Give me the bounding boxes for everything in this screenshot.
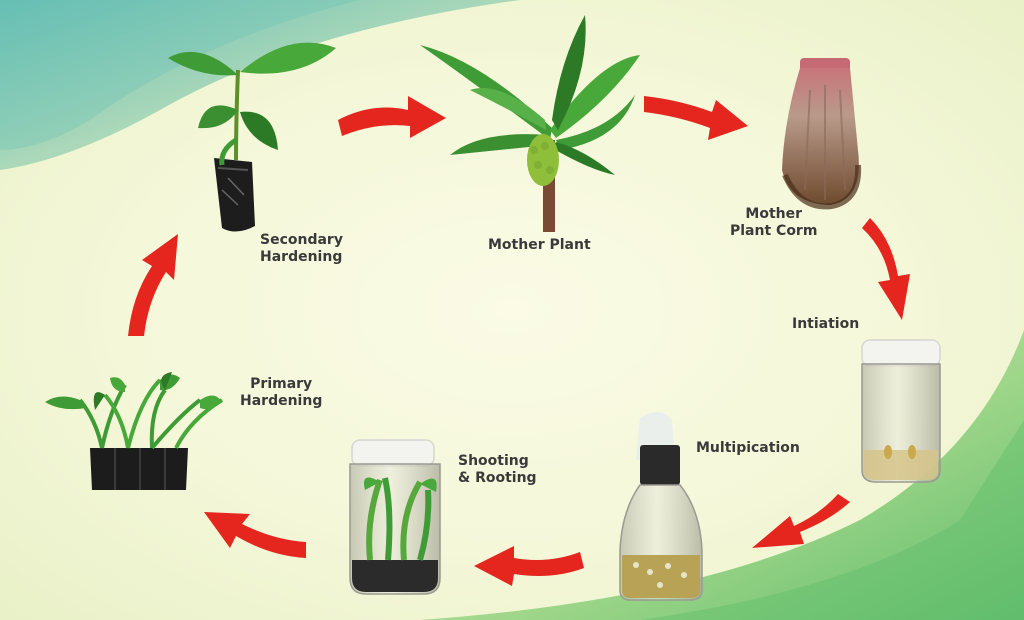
arrow-secondary-to-mother-plant [338, 96, 446, 138]
arrow-shooting-to-primary [204, 512, 306, 558]
arrow-initiation-to-multiplication [752, 494, 850, 548]
label-secondary-hardening: Secondary Hardening [260, 232, 343, 265]
label-primary-hardening: Primary Hardening [240, 376, 323, 409]
background-swoosh-bottom-right-light [640, 420, 1024, 620]
arrow-mother-plant-to-corm [644, 96, 748, 140]
mother-plant-corm-image [782, 58, 862, 210]
initiation-jar-image [861, 339, 941, 483]
arrow-primary-to-secondary [128, 234, 178, 336]
label-shooting-rooting: Shooting & Rooting [458, 453, 537, 486]
shooting-rooting-jar-image [349, 439, 441, 595]
multiplication-flask-image [619, 411, 703, 601]
mother-plant-image [420, 15, 640, 232]
primary-hardening-tray-image [45, 372, 224, 490]
label-mother-plant: Mother Plant [488, 237, 591, 253]
label-multiplication: Multipication [696, 440, 800, 456]
label-mother-plant-corm: Mother Plant Corm [730, 206, 818, 239]
secondary-hardening-plant-image [168, 42, 336, 232]
arrow-multiplication-to-shooting [474, 546, 584, 586]
background-swoosh-top-left-light [0, 0, 360, 150]
label-initiation: Intiation [792, 316, 860, 332]
arrow-corm-to-initiation [862, 218, 910, 320]
background-swoosh-bottom-right [420, 330, 1024, 620]
cycle-arrows [128, 96, 910, 586]
background-swoosh-top-left [0, 0, 520, 170]
